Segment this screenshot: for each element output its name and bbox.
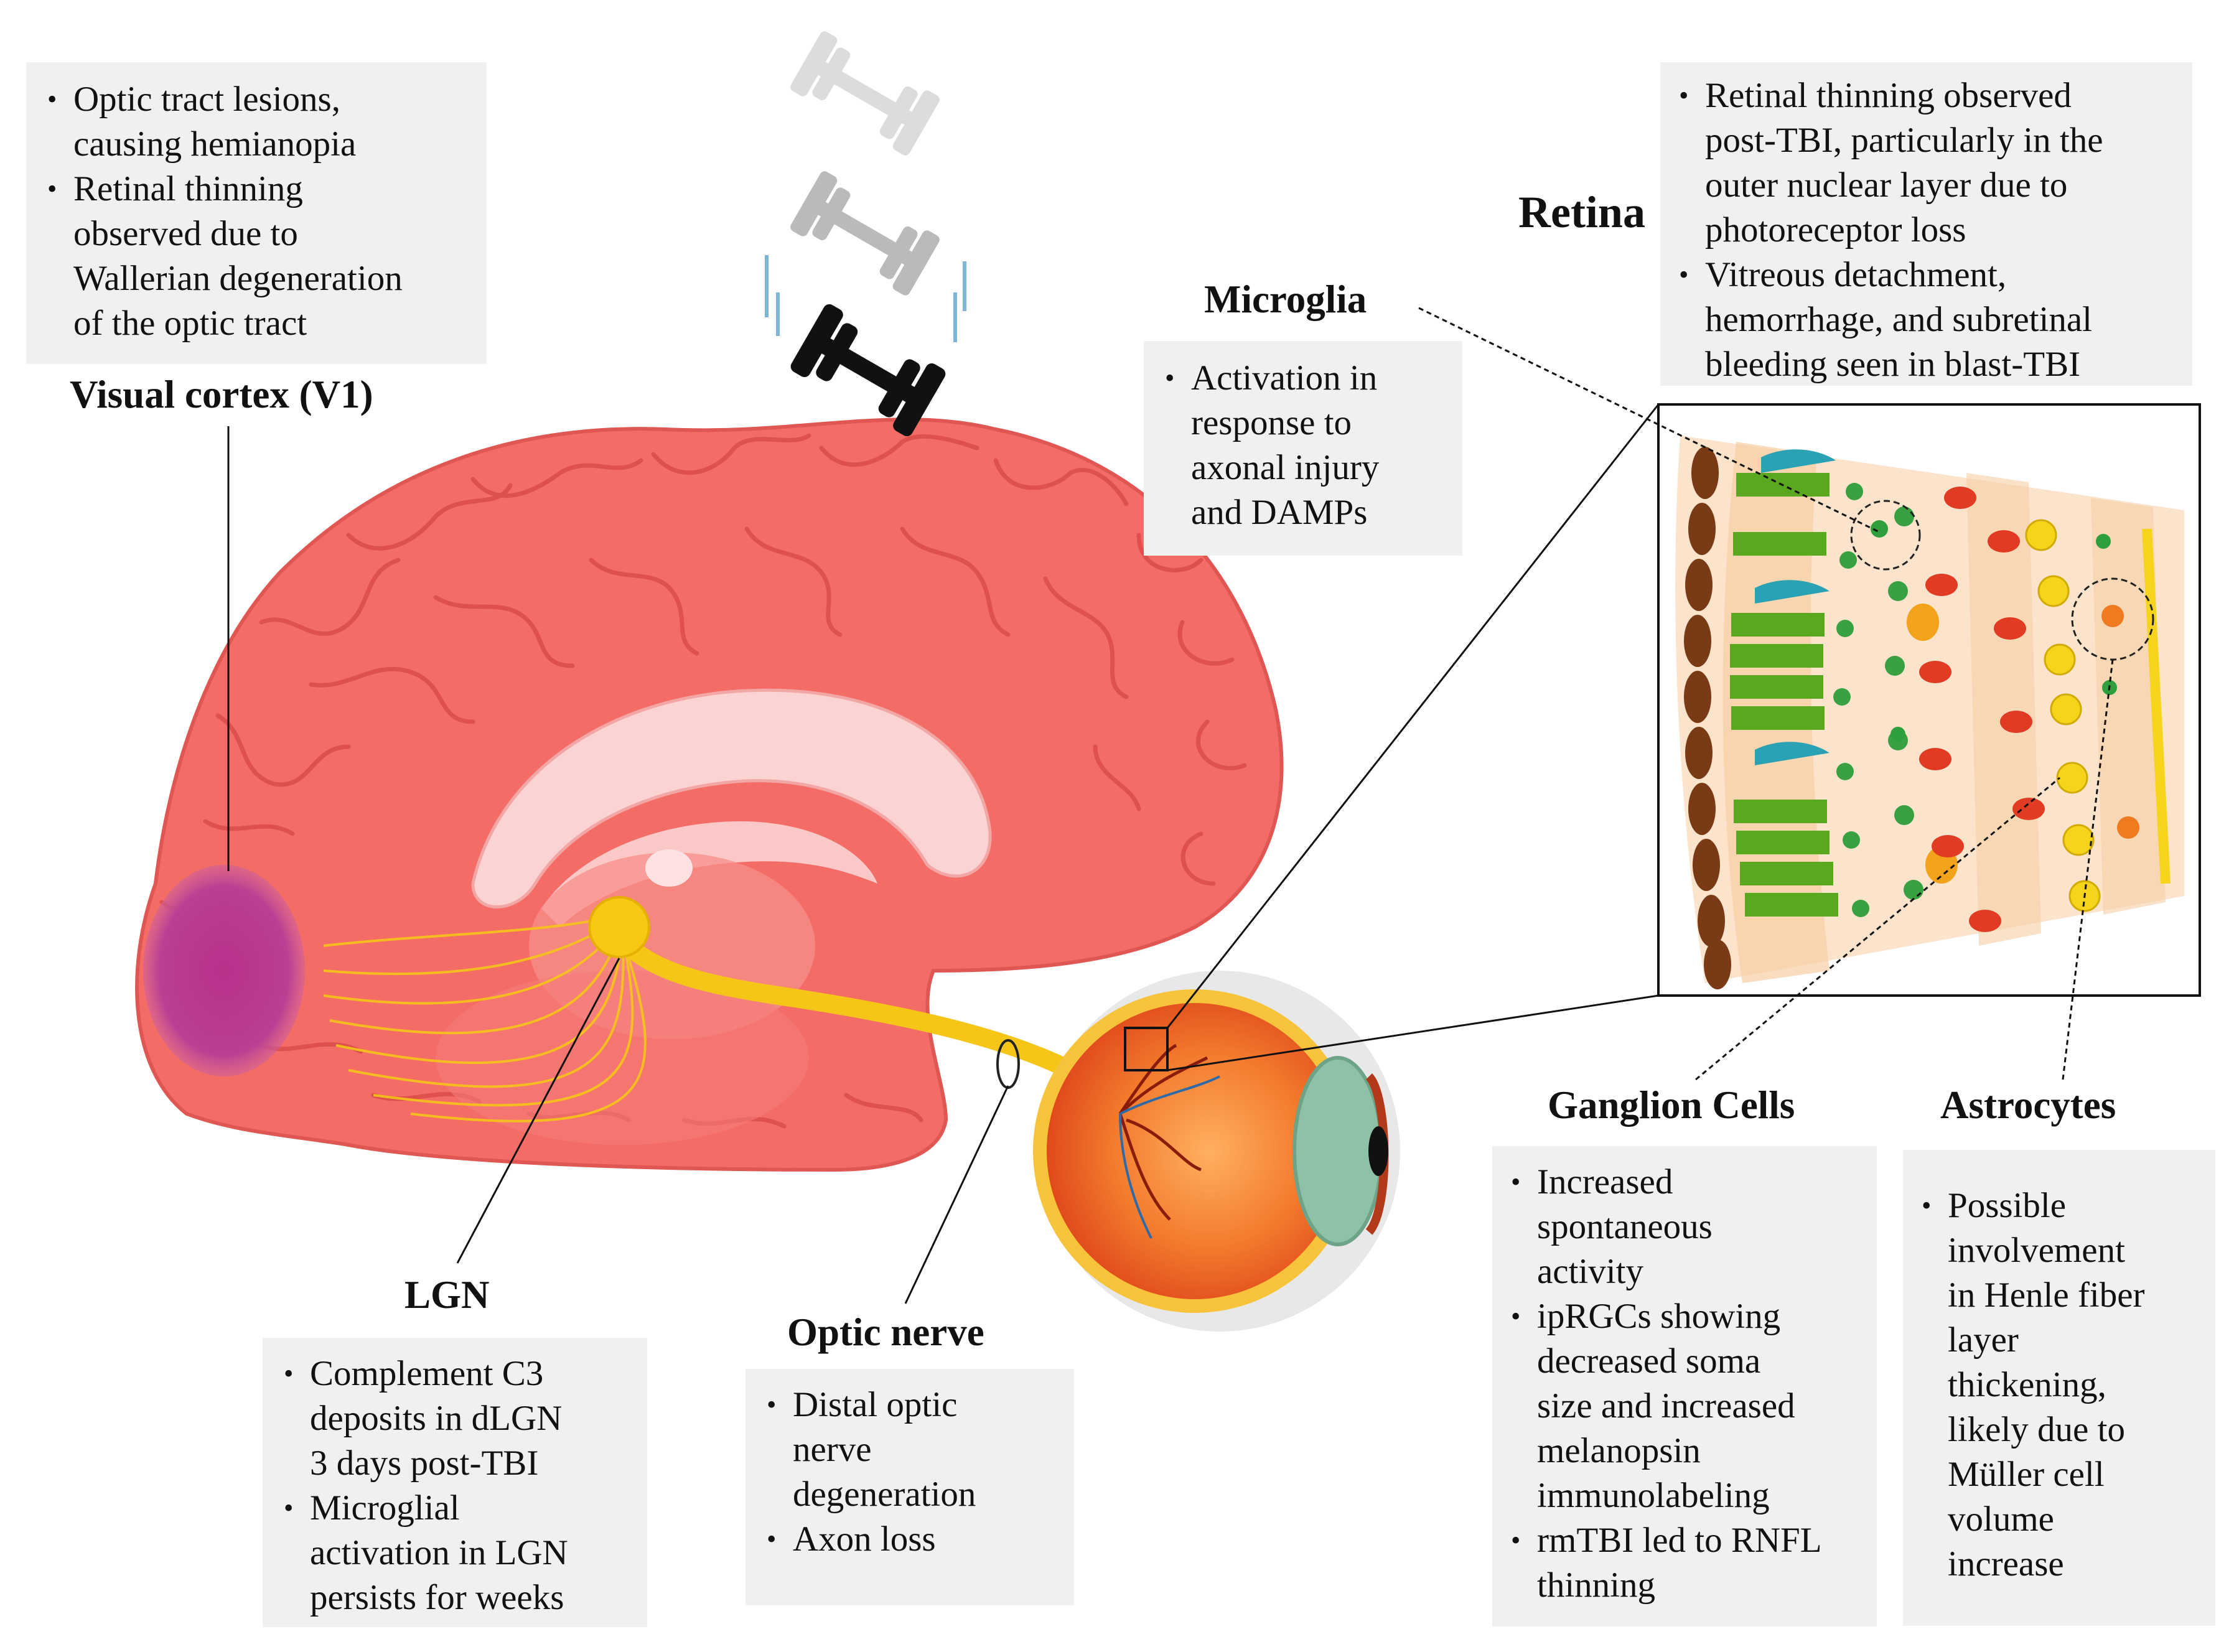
- motion-lines: [765, 255, 966, 342]
- optic-nerve-leader: [904, 1085, 1009, 1304]
- retina-zoom-marker: [1124, 1027, 1169, 1071]
- retina-pigment-epithelium: [1684, 447, 1731, 989]
- note-item: Vitreous detachment,hemorrhage, and subr…: [1666, 253, 2186, 387]
- photoreceptors: [1730, 473, 1838, 917]
- fornix: [541, 821, 877, 927]
- cerebellum-region: [436, 971, 809, 1145]
- optic-nerve-label: Optic nerve: [787, 1310, 984, 1354]
- visual-cortex-label: Visual cortex (V1): [70, 373, 373, 416]
- cerebrum: [135, 418, 1284, 1172]
- red-cells: [1919, 487, 2045, 932]
- note-item: Optic tract lesions,causing hemianopia: [35, 77, 478, 167]
- ganglion-cells: [2025, 519, 2101, 912]
- astrocyte-glyphs: [2101, 605, 2139, 839]
- dumbbell-icon: [790, 171, 940, 296]
- corpus-callosum: [471, 688, 992, 908]
- retinal-vessels: [1118, 1043, 1208, 1221]
- muller-glia: [2142, 528, 2171, 884]
- astrocytes-leader: [2062, 659, 2114, 1080]
- brain: [135, 418, 1284, 1172]
- eye: [1033, 971, 1400, 1332]
- cones: [1755, 449, 1836, 765]
- microglia-label: Microglia: [1204, 278, 1367, 321]
- ganglion-leader: [1695, 777, 2060, 1081]
- dumbbell-icon: [790, 304, 946, 437]
- lgn-nucleus: [588, 896, 650, 958]
- lgn-label: LGN: [404, 1273, 490, 1317]
- note-item: Axon loss: [754, 1517, 1065, 1562]
- dumbbell-icon: [790, 31, 940, 156]
- visual-cortex-v1: [143, 865, 305, 1076]
- ganglion-cells-label: Ganglion Cells: [1548, 1083, 1795, 1127]
- visual-cortex-notes: Optic tract lesions,causing hemianopia R…: [26, 62, 487, 364]
- lgn-leader: [456, 958, 620, 1264]
- microglia-highlight: [1850, 500, 1921, 571]
- retina-label: Retina: [1518, 187, 1645, 237]
- microglia-leader: [1418, 307, 1880, 533]
- astrocytes-label: Astrocytes: [1940, 1083, 2116, 1127]
